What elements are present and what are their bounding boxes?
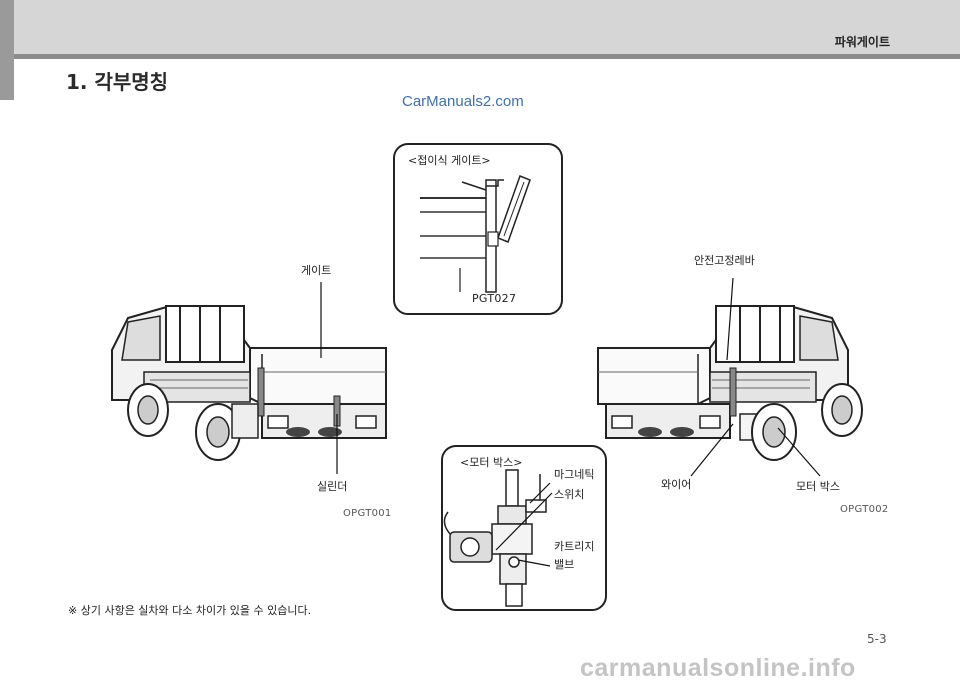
figure-code-left: OPGT001 <box>343 508 392 519</box>
cartridge-valve-label-line1: 카트리지 <box>554 540 595 553</box>
motor-box-label: 모터 박스 <box>796 480 840 493</box>
figure-code-right: OPGT002 <box>840 504 889 515</box>
side-tab <box>0 0 14 100</box>
folding-gate-code: PGT027 <box>472 292 517 305</box>
cartridge-valve-label-line2: 밸브 <box>554 558 575 571</box>
watermark-bottom: carmanualsonline.info <box>580 654 856 682</box>
magnetic-switch-label-line2: 스위치 <box>554 488 585 501</box>
safety-lever-label: 안전고정레바 <box>694 254 755 267</box>
cylinder-label: 실린더 <box>317 480 348 493</box>
header-band <box>0 0 960 54</box>
watermark-top: CarManuals2.com <box>402 93 524 110</box>
truck-right-illustration <box>597 305 863 461</box>
footnote: ※ 상기 사항은 실차와 다소 차이가 있을 수 있습니다. <box>68 604 312 617</box>
folding-gate-inset <box>393 143 563 315</box>
magnetic-switch-label-line1: 마그네틱 <box>554 468 595 481</box>
motor-box-title: <모터 박스> <box>460 456 523 469</box>
gate-label: 게이트 <box>301 264 332 277</box>
header-rule <box>0 54 960 59</box>
truck-left-illustration <box>111 305 387 461</box>
wire-label: 와이어 <box>661 478 692 491</box>
running-title: 파워게이트 <box>834 35 890 49</box>
page-number: 5-3 <box>867 632 887 646</box>
section-heading: 1. 각부명칭 <box>66 70 169 94</box>
motor-box-inset <box>441 445 607 611</box>
leader-lines <box>320 277 821 567</box>
folding-gate-title: <접이식 게이트> <box>408 154 491 167</box>
